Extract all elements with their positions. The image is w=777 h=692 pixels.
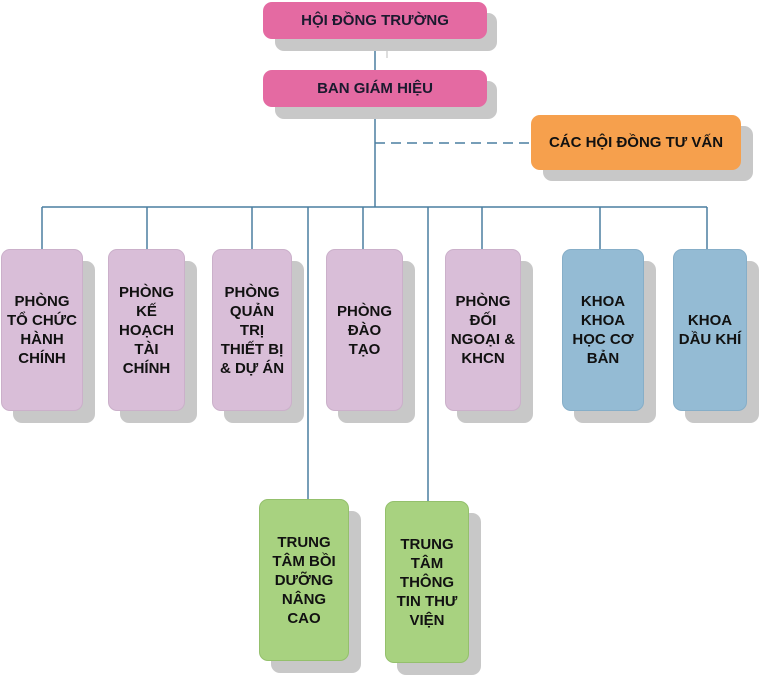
node-label: TRUNG TÂM BỒI DƯỠNG NÂNG CAO: [272, 533, 336, 627]
node-label: KHOA KHOA HỌC CƠ BẢN: [572, 293, 634, 367]
node-phong-quan-tri-thiet-bi: PHÒNG QUẢN TRỊ THIẾT BỊ & DỰ ÁN: [212, 249, 292, 411]
node-phong-to-chuc-hanh-chinh: PHÒNG TỔ CHỨC HÀNH CHÍNH: [1, 249, 83, 411]
node-cac-hoi-dong-tu-van: CÁC HỘI ĐỒNG TƯ VẤN: [531, 115, 741, 170]
node-phong-dao-tao: PHÒNG ĐÀO TẠO: [326, 249, 403, 411]
node-khoa-dau-khi: KHOA DẦU KHÍ: [673, 249, 747, 411]
node-label: PHÒNG ĐÀO TẠO: [336, 302, 392, 358]
node-label: BAN GIÁM HIỆU: [317, 80, 433, 97]
node-trung-tam-thong-tin-thu-vien: TRUNG TÂM THÔNG TIN THƯ VIỆN: [385, 501, 469, 663]
node-phong-doi-ngoai-khcn: PHÒNG ĐỐI NGOẠI & KHCN: [445, 249, 521, 411]
node-label: KHOA DẦU KHÍ: [678, 312, 742, 348]
node-ban-giam-hieu: BAN GIÁM HIỆU: [263, 70, 487, 107]
node-label: PHÒNG QUẢN TRỊ THIẾT BỊ & DỰ ÁN: [219, 283, 285, 377]
node-trung-tam-boi-duong-nang-cao: TRUNG TÂM BỒI DƯỠNG NÂNG CAO: [259, 499, 349, 661]
node-khoa-khoa-hoc-co-ban: KHOA KHOA HỌC CƠ BẢN: [562, 249, 644, 411]
node-label: PHÒNG TỔ CHỨC HÀNH CHÍNH: [7, 293, 77, 367]
node-label: TRUNG TÂM THÔNG TIN THƯ VIỆN: [396, 535, 458, 629]
node-label: PHÒNG KẾ HOẠCH TÀI CHÍNH: [118, 283, 174, 377]
node-label: PHÒNG ĐỐI NGOẠI & KHCN: [450, 293, 516, 367]
node-phong-ke-hoach-tai-chinh: PHÒNG KẾ HOẠCH TÀI CHÍNH: [108, 249, 185, 411]
node-hoi-dong-truong: HỘI ĐỒNG TRƯỜNG: [263, 2, 487, 39]
node-label: CÁC HỘI ĐỒNG TƯ VẤN: [548, 134, 724, 151]
node-label: HỘI ĐỒNG TRƯỜNG: [301, 12, 449, 29]
